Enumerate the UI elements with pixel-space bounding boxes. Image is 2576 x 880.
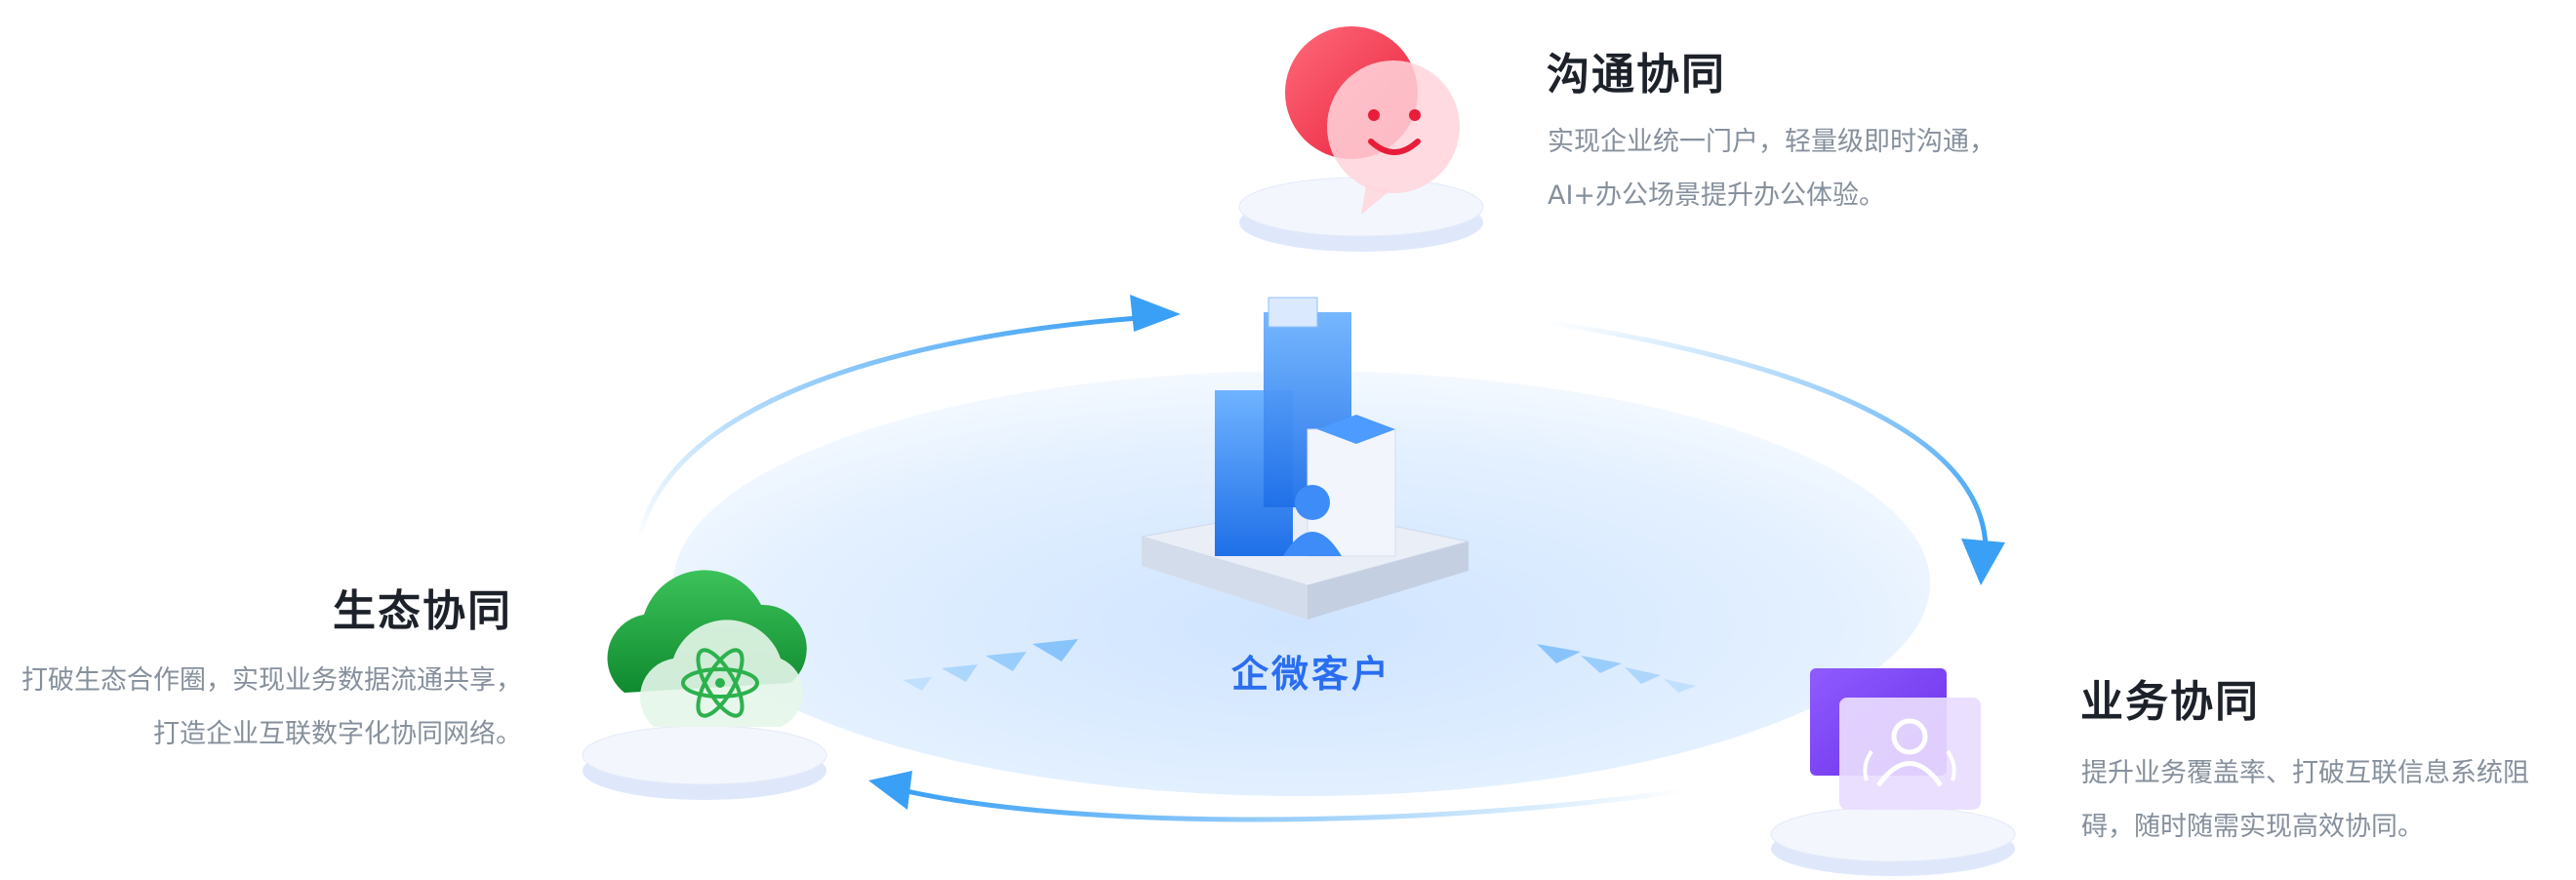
ecosystem-desc-line: 打造企业互联数字化协同网络。 — [153, 719, 522, 749]
chat-bubble-icon — [1285, 26, 1460, 215]
pedestal-ecosystem — [582, 725, 827, 800]
business-description: 提升业务覆盖率、打破互联信息系统阻 碍，随时随需实现高效协同。 — [2081, 746, 2529, 854]
business-title: 业务协同 — [2080, 677, 2260, 727]
arrow-to-communication — [636, 295, 1181, 542]
cloud-ecosystem-icon — [607, 570, 807, 727]
center-label: 企微客户 — [1231, 653, 1392, 696]
enterprise-building-icon — [1141, 297, 1469, 620]
pedestal-communication — [1238, 177, 1484, 252]
communication-title: 沟通协同 — [1547, 50, 1726, 100]
ecosystem-description: 打破生态合作圈，实现业务数据流通共享， 打造企业互联数字化协同网络。 — [21, 654, 522, 761]
signal-right-icon — [1537, 644, 1696, 693]
communication-desc-line: 实现企业统一门户，轻量级即时沟通， — [1548, 127, 1995, 157]
business-desc-line: 碍，随时随需实现高效协同。 — [2081, 812, 2424, 842]
business-user-icon — [1810, 668, 1981, 810]
business-desc-line: 提升业务覆盖率、打破互联信息系统阻 — [2081, 758, 2529, 788]
arrow-to-business — [1546, 319, 2005, 585]
arrow-to-ecosystem — [868, 771, 1689, 822]
signal-left-icon — [903, 639, 1078, 691]
communication-desc-line: AI+办公场景提升办公体验。 — [1548, 180, 1886, 211]
ecosystem-title: 生态协同 — [333, 586, 512, 636]
pedestal-business — [1770, 806, 2016, 876]
ecosystem-desc-line: 打破生态合作圈，实现业务数据流通共享， — [21, 665, 522, 696]
communication-description: 实现企业统一门户，轻量级即时沟通， AI+办公场景提升办公体验。 — [1548, 115, 1995, 222]
